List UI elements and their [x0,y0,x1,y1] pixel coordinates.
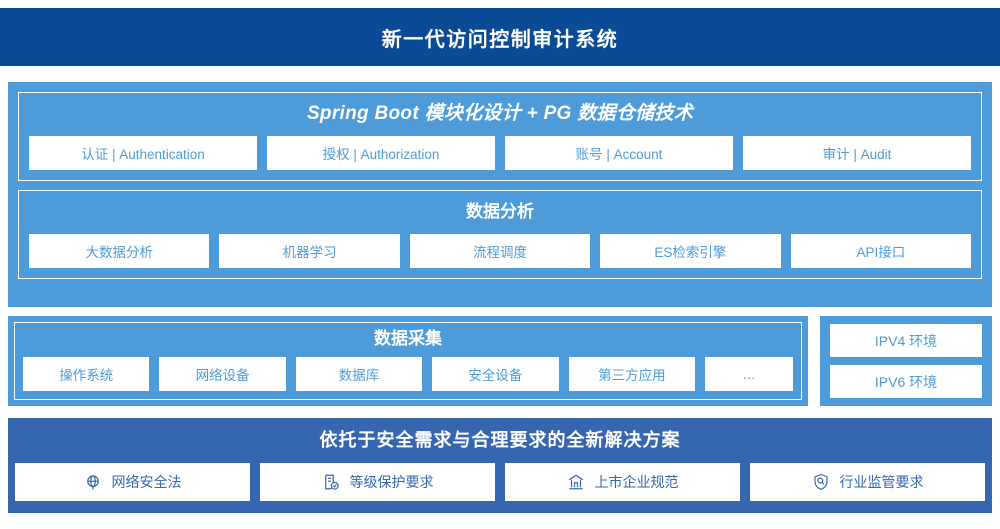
analysis-card-api[interactable]: API接口 [790,234,972,268]
analysis-card-process-scheduling[interactable]: 流程调度 [409,234,591,268]
document-check-icon [322,473,340,491]
analysis-card-bigdata[interactable]: 大数据分析 [29,234,210,268]
collection-group: 数据采集 操作系统 网络设备 数据库 安全设备 第三方应用 … [14,322,802,400]
shield-search-icon [812,473,830,491]
solution-card-listed-enterprise-standard[interactable]: 上市企业规范 [505,463,740,501]
solution-card-label: 行业监管要求 [839,474,924,490]
solution-card-mlps-requirement[interactable]: 等级保护要求 [260,463,495,501]
solution-card-label: 等级保护要求 [349,474,434,490]
collection-group-title: 数据采集 [374,329,442,348]
analysis-group: 数据分析 大数据分析 机器学习 流程调度 ES检索引擎 API接口 [18,190,982,279]
collection-card-network-device[interactable]: 网络设备 [159,357,286,391]
collection-card-third-party-app[interactable]: 第三方应用 [568,357,696,391]
solution-panel: 依托于安全需求与合理要求的全新解决方案 网络安全法 [8,418,992,513]
collection-card-database[interactable]: 数据库 [295,357,423,391]
platform-card-authorization[interactable]: 授权 | Authorization [267,136,495,170]
globe-icon [84,473,102,491]
analysis-card-es-search-engine[interactable]: ES检索引擎 [600,234,781,268]
collection-card-security-device[interactable]: 安全设备 [432,357,559,391]
collection-card-more[interactable]: … [705,357,794,391]
platform-card-row: 认证 | Authentication 授权 | Authorization 账… [29,136,971,170]
solution-group: 依托于安全需求与合理要求的全新解决方案 网络安全法 [15,425,985,506]
analysis-card-machine-learning[interactable]: 机器学习 [219,234,400,268]
platform-card-authentication[interactable]: 认证 | Authentication [29,136,257,170]
solution-card-label: 网络安全法 [111,474,182,490]
platform-card-account[interactable]: 账号 | Account [505,136,733,170]
collection-card-row: 操作系统 网络设备 数据库 安全设备 第三方应用 … [23,357,794,391]
page-header: 新一代访问控制审计系统 [0,8,1000,66]
analysis-group-title: 数据分析 [466,202,534,221]
environment-panel: IPV4 环境 IPV6 环境 [820,316,992,406]
analysis-card-row: 大数据分析 机器学习 流程调度 ES检索引擎 API接口 [29,234,972,268]
solution-card-label: 上市企业规范 [594,474,679,490]
environment-card-ipv6[interactable]: IPV6 环境 [830,365,982,398]
bank-icon [567,473,585,491]
environment-card-ipv4[interactable]: IPV4 环境 [830,324,982,357]
platform-group: Spring Boot 模块化设计 + PG 数据仓储技术 认证 | Authe… [18,92,982,181]
collection-card-os[interactable]: 操作系统 [23,357,150,391]
solution-card-row: 网络安全法 等级保护要求 [15,463,985,501]
data-collection-panel: 数据采集 操作系统 网络设备 数据库 安全设备 第三方应用 … [8,316,808,406]
solution-card-cybersecurity-law[interactable]: 网络安全法 [15,463,250,501]
solution-card-industry-regulation[interactable]: 行业监管要求 [750,463,985,501]
solution-group-title: 依托于安全需求与合理要求的全新解决方案 [319,430,681,450]
architecture-stack-panel: Spring Boot 模块化设计 + PG 数据仓储技术 认证 | Authe… [8,82,992,307]
page-title: 新一代访问控制审计系统 [381,28,619,51]
platform-group-title: Spring Boot 模块化设计 + PG 数据仓储技术 [306,103,694,124]
platform-card-audit[interactable]: 审计 | Audit [743,136,971,170]
